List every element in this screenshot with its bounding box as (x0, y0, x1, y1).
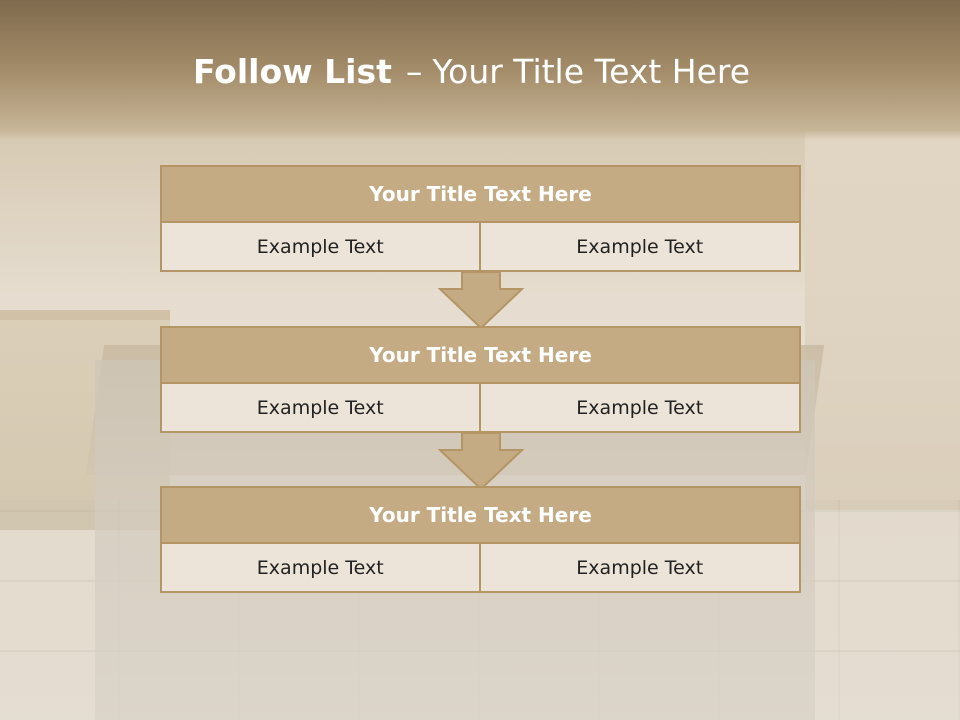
flow-block-title: Your Title Text Here (160, 326, 801, 384)
flow-block-title: Your Title Text Here (160, 486, 801, 544)
right-cabinets (805, 130, 960, 510)
slide-title-bold: Follow List (192, 52, 392, 91)
flow-block-3: Your Title Text Here Example Text Exampl… (160, 486, 801, 593)
slide-title-rest: Your Title Text Here (432, 52, 751, 91)
down-arrow-icon (438, 271, 524, 329)
flow-block-2: Your Title Text Here Example Text Exampl… (160, 326, 801, 433)
flow-block-cell: Example Text (480, 223, 801, 272)
flow-block-row: Example Text Example Text (160, 223, 801, 272)
down-arrow-icon (438, 432, 524, 490)
flow-block-row: Example Text Example Text (160, 384, 801, 433)
flow-block-title: Your Title Text Here (160, 165, 801, 223)
flow-block-row: Example Text Example Text (160, 544, 801, 593)
header-band (0, 0, 960, 140)
flow-block-cell: Example Text (160, 544, 481, 593)
flow-block-cell: Example Text (480, 544, 801, 593)
slide-title: Follow List–Your Title Text Here (0, 52, 943, 91)
flow-block-cell: Example Text (160, 223, 481, 272)
flow-block-cell: Example Text (160, 384, 481, 433)
flow-block-cell: Example Text (480, 384, 801, 433)
slide-title-separator: – (405, 52, 423, 91)
flow-block-1: Your Title Text Here Example Text Exampl… (160, 165, 801, 272)
